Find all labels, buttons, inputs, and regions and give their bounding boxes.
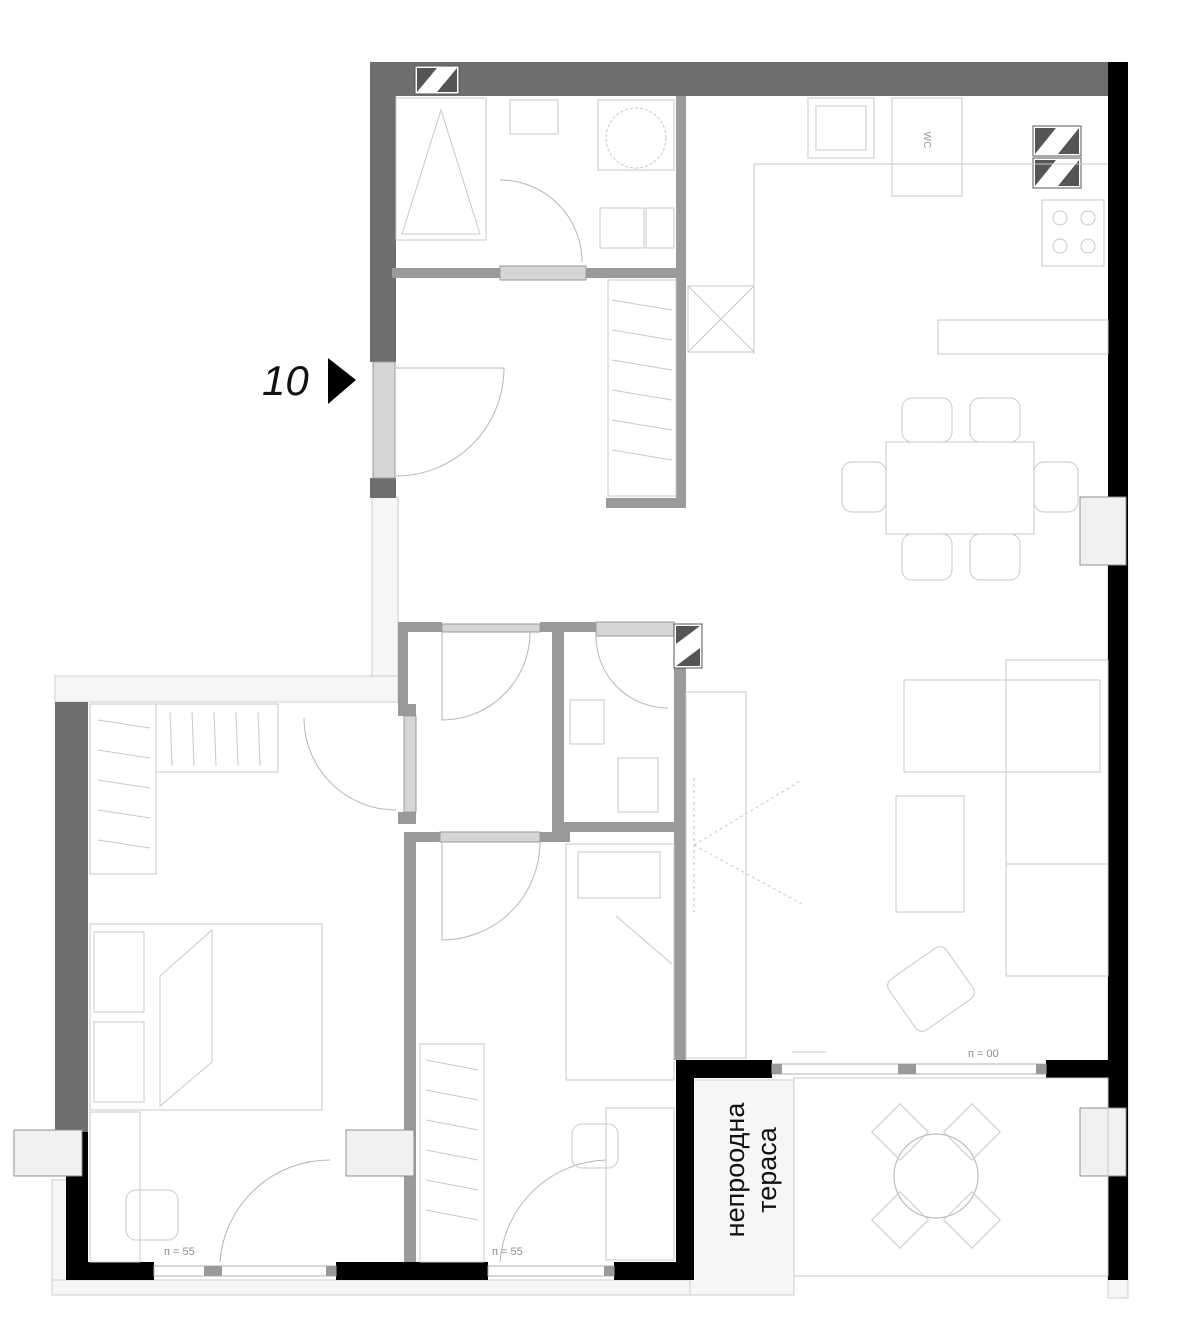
furniture — [89, 97, 1109, 1277]
terrace-label-line1: непроодна — [720, 1102, 750, 1238]
bedroom-sill-label: п = 55 — [164, 1246, 195, 1258]
wc-label: WC — [921, 132, 932, 149]
shaft-icon — [414, 65, 1082, 669]
door-panels — [372, 265, 675, 843]
balcony-sill-label: п = 00 — [968, 1048, 999, 1060]
windows — [153, 1051, 1047, 1277]
unit-number: 10 — [262, 357, 309, 404]
columns — [13, 496, 1127, 1177]
door-swings — [219, 179, 669, 1263]
partition-walls — [392, 96, 686, 1262]
terrace-label-line2: тераса — [752, 1126, 782, 1213]
exterior-walls — [66, 62, 1128, 1280]
structural-walls — [55, 62, 1110, 1132]
room-sill-label: п = 55 — [492, 1246, 523, 1258]
triangle-arrow-icon — [328, 358, 356, 404]
